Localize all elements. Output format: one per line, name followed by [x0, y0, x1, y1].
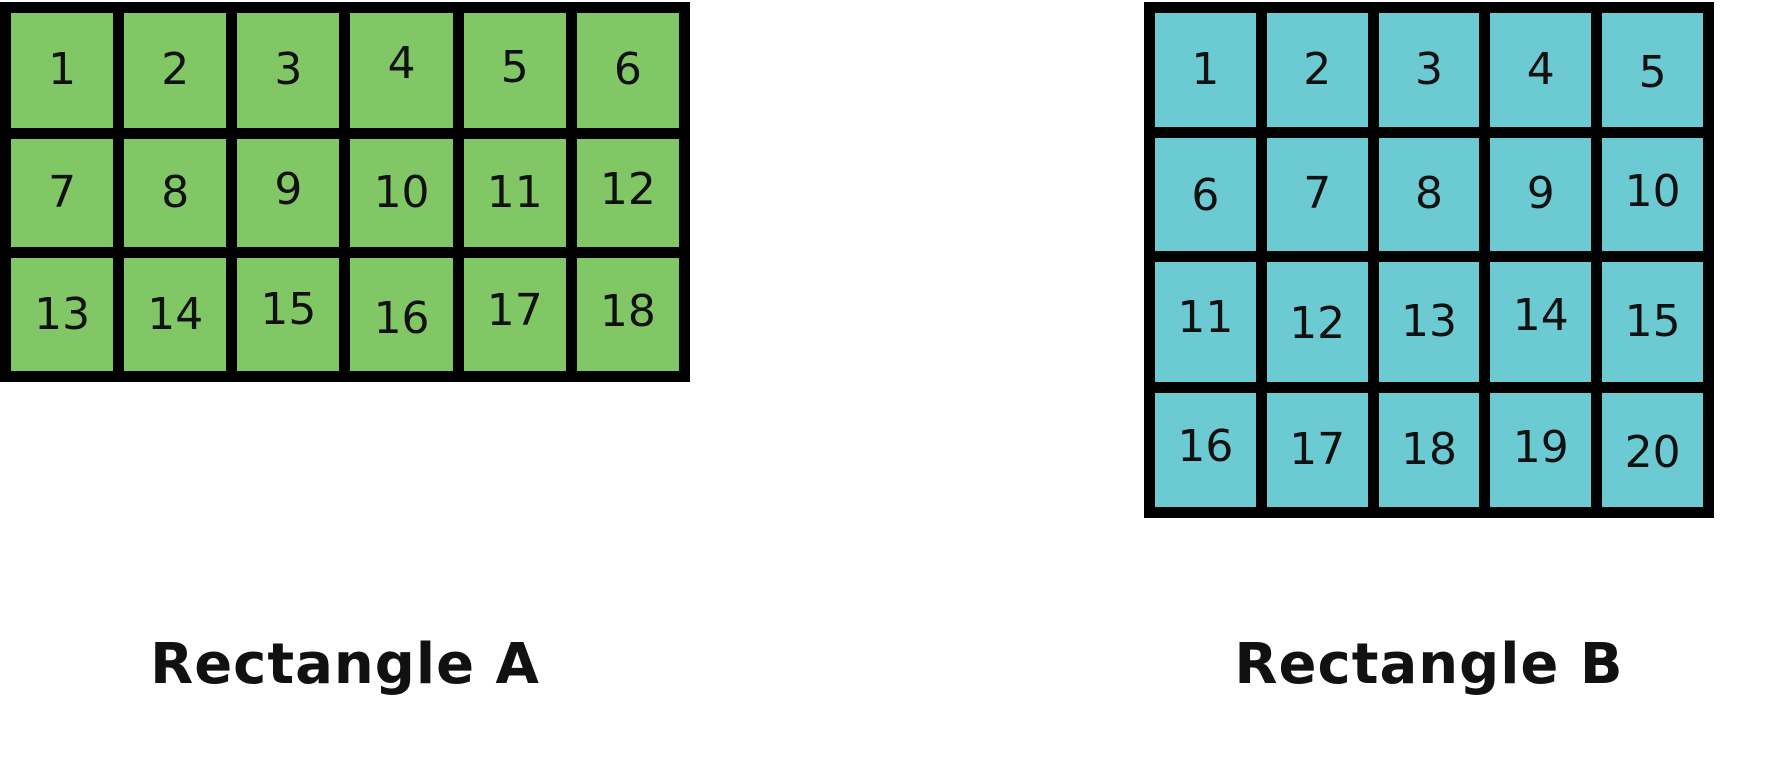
- rectangle-a-cell: 1: [11, 13, 114, 128]
- rectangle-b-cell: 16: [1155, 392, 1256, 507]
- rectangle-a-cell: 10: [350, 138, 453, 248]
- rectangle-a-cell: 18: [576, 258, 679, 371]
- rectangle-b-cell: 9: [1490, 138, 1592, 251]
- rectangle-b-cell: 18: [1378, 392, 1480, 507]
- rectangle-a-cell: 15: [237, 258, 340, 371]
- rectangle-b-label: Rectangle B: [1234, 631, 1624, 697]
- rectangle-a-cell: 17: [463, 258, 566, 371]
- rectangle-b-cell: 14: [1490, 261, 1592, 382]
- rectangle-b-cell: 13: [1378, 261, 1480, 382]
- rectangle-b-cell: 20: [1602, 392, 1703, 507]
- rectangle-a-cell: 16: [350, 258, 453, 371]
- rectangle-a-cell: 8: [124, 138, 227, 248]
- rectangle-b-cell: 1: [1155, 13, 1256, 128]
- rectangle-b-cell: 7: [1266, 138, 1368, 251]
- rectangle-b-cell: 6: [1155, 138, 1256, 251]
- rectangle-b-cell: 4: [1490, 13, 1592, 128]
- rectangle-b-cell: 5: [1602, 13, 1703, 128]
- rectangle-b-cell: 11: [1155, 261, 1256, 382]
- rectangle-a-cell: 2: [124, 13, 227, 128]
- rectangle-a-label: Rectangle A: [150, 631, 540, 697]
- rectangle-a-cell: 6: [576, 13, 679, 128]
- rectangle-b-cell: 3: [1378, 13, 1480, 128]
- rectangle-a-cell: 3: [237, 13, 340, 128]
- rectangle-a-cell: 4: [350, 13, 453, 128]
- rectangle-a-cell: 11: [463, 138, 566, 248]
- rectangle-b-cell: 8: [1378, 138, 1480, 251]
- rectangle-b-cell: 12: [1266, 261, 1368, 382]
- rectangle-a-cell: 14: [124, 258, 227, 371]
- rectangle-a-cell: 13: [11, 258, 114, 371]
- rectangle-a-cell: 7: [11, 138, 114, 248]
- rectangle-b-cell: 17: [1266, 392, 1368, 507]
- rectangle-b-cell: 15: [1602, 261, 1703, 382]
- rectangle-b-cell: 19: [1490, 392, 1592, 507]
- rectangle-a-cell: 5: [463, 13, 566, 128]
- rectangle-b-cell: 10: [1602, 138, 1703, 251]
- rectangle-a-cell: 9: [237, 138, 340, 248]
- rectangle-b-cell: 2: [1266, 13, 1368, 128]
- rectangle-a-cell: 12: [576, 138, 679, 248]
